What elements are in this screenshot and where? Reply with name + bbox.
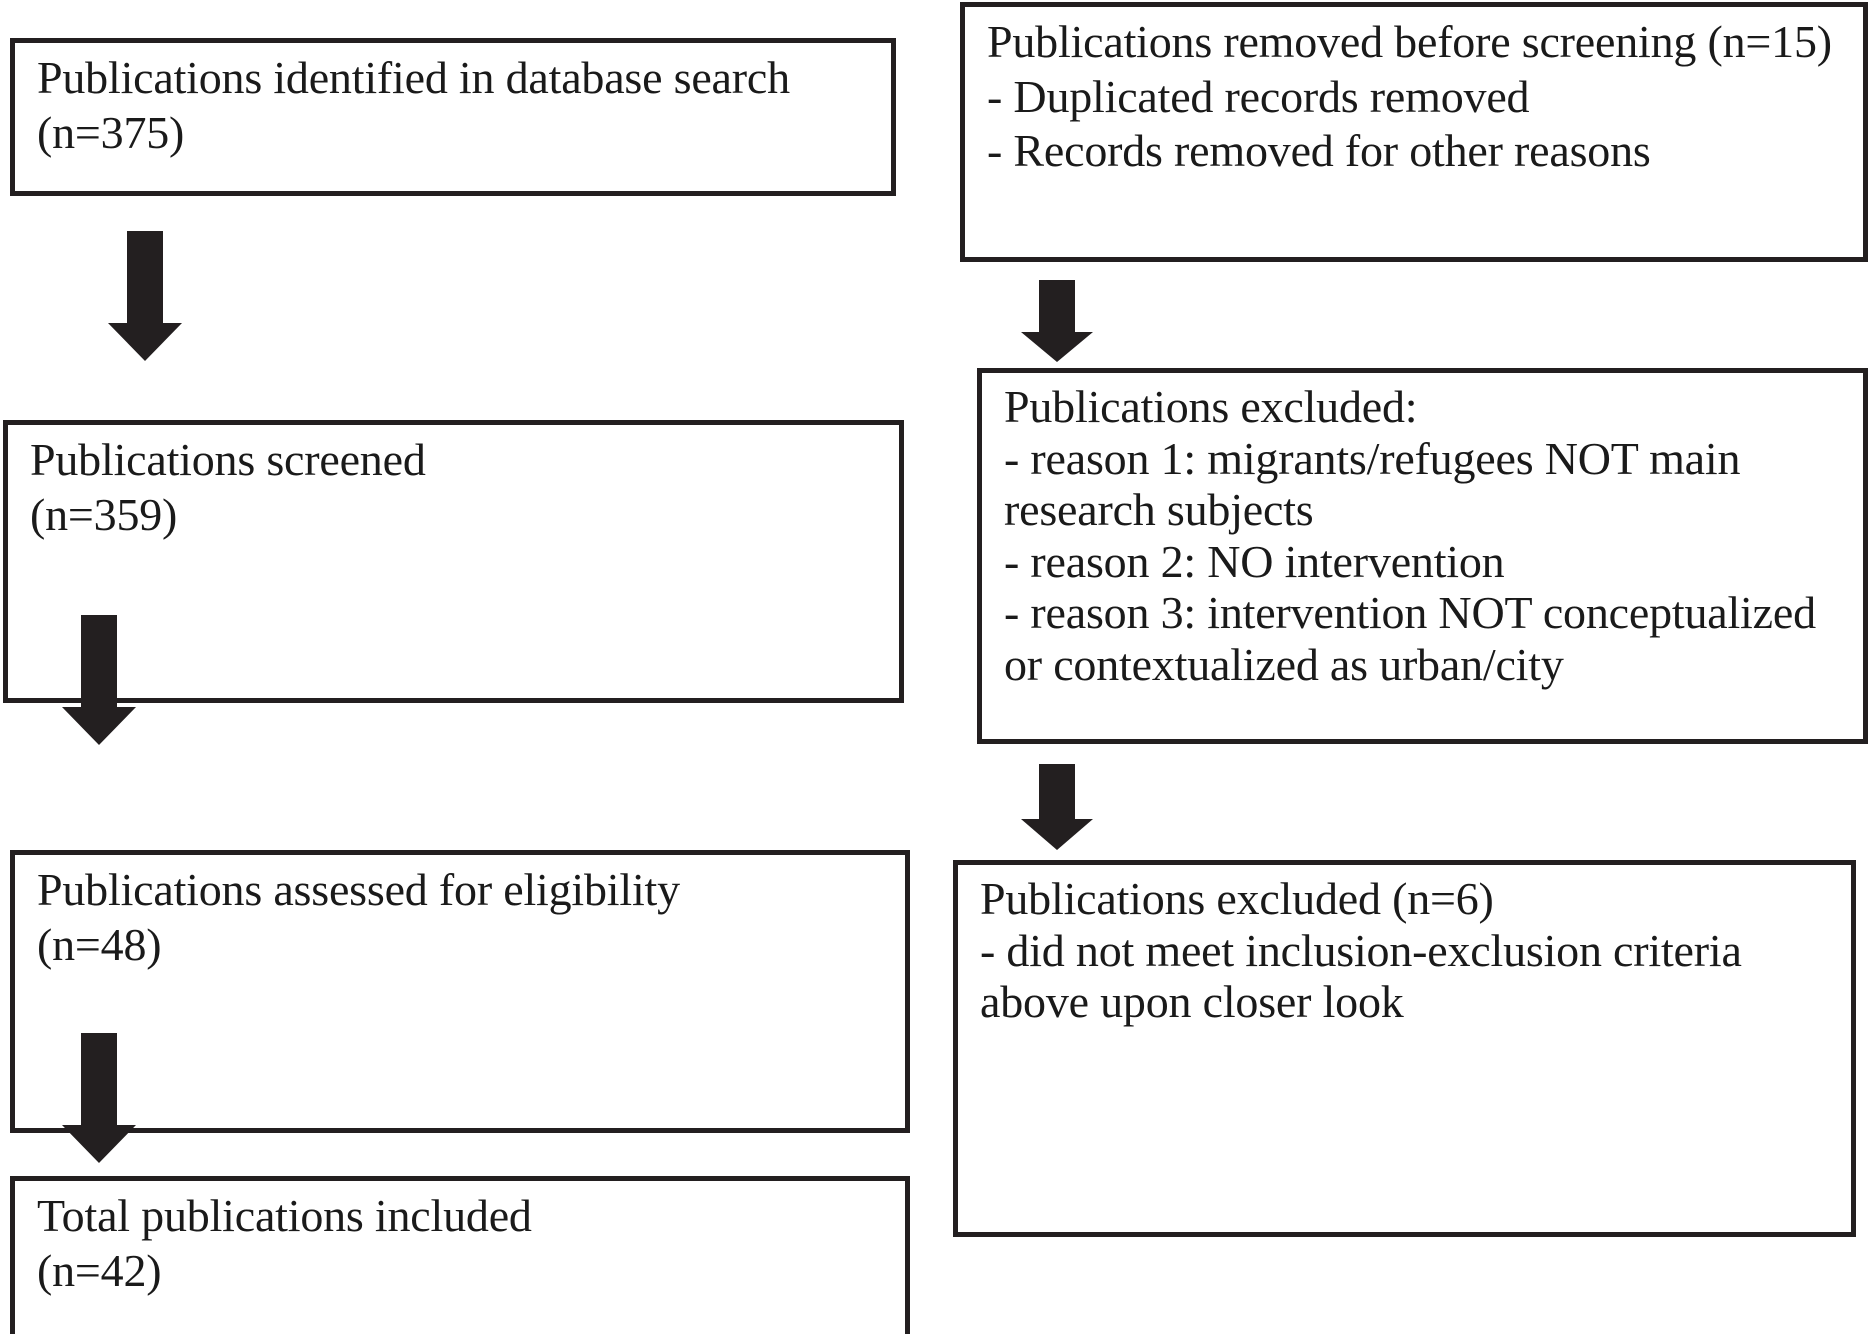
arrow-removed-to-excluded-reasons	[1021, 280, 1093, 362]
down-arrow-icon	[1021, 280, 1093, 362]
box-removed-before-screening: Publications removed before screening (n…	[960, 2, 1868, 262]
box-removed-before-screening-text: Publications removed before screening (n…	[987, 16, 1832, 177]
box-total-publications-included-text: Total publications included (n=42)	[37, 1190, 532, 1296]
box-publications-assessed-eligibility: Publications assessed for eligibility (n…	[10, 850, 910, 1133]
arrow-identified-to-screened	[108, 231, 182, 361]
box-publications-excluded-reasons: Publications excluded: - reason 1: migra…	[977, 368, 1868, 744]
arrow-screened-to-eligibility	[62, 615, 136, 745]
box-publications-screened-text: Publications screened (n=359)	[30, 434, 426, 540]
box-publications-screened: Publications screened (n=359)	[3, 420, 904, 703]
box-publications-excluded-closer-look: Publications excluded (n=6) - did not me…	[953, 860, 1856, 1237]
arrow-eligibility-to-included	[62, 1033, 136, 1163]
arrow-excluded-reasons-to-closer-look	[1021, 764, 1093, 850]
box-publications-identified: Publications identified in database sear…	[10, 38, 896, 196]
box-publications-assessed-eligibility-text: Publications assessed for eligibility (n…	[37, 864, 680, 970]
down-arrow-icon	[108, 231, 182, 361]
box-publications-identified-text: Publications identified in database sear…	[37, 52, 790, 158]
box-total-publications-included: Total publications included (n=42)	[10, 1176, 910, 1334]
box-publications-excluded-closer-look-text: Publications excluded (n=6) - did not me…	[980, 873, 1742, 1028]
down-arrow-icon	[62, 1033, 136, 1163]
down-arrow-icon	[62, 615, 136, 745]
down-arrow-icon	[1021, 764, 1093, 850]
box-publications-excluded-reasons-text: Publications excluded: - reason 1: migra…	[1004, 381, 1816, 690]
